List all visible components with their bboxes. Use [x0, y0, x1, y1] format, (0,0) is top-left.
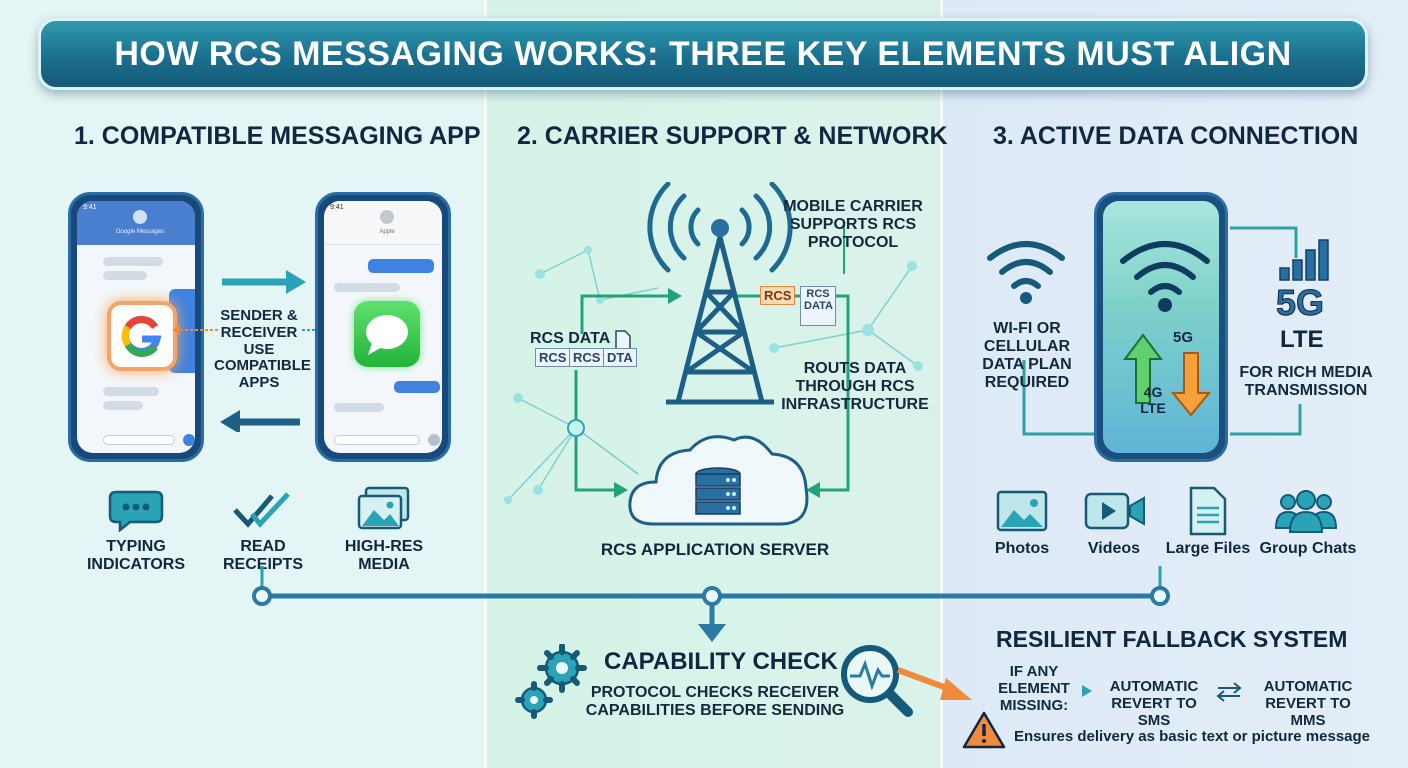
upload-arrow-icon — [1123, 333, 1163, 404]
gear-icon — [515, 644, 587, 719]
rcs-packet: RCS — [569, 348, 605, 367]
data-plan-label: WI-FI OR CELLULAR DATA PLAN REQUIRED — [982, 320, 1072, 391]
capability-title: CAPABILITY CHECK — [604, 648, 838, 675]
connected-phone: 5G 4G LTE — [1094, 192, 1228, 462]
message-bubble — [334, 283, 400, 292]
connected-phone-screen: 5G 4G LTE — [1103, 201, 1219, 453]
message-bubble — [103, 257, 163, 266]
cloud-server-icon — [628, 435, 809, 526]
rcs-data-label: RCS DATA — [530, 330, 611, 347]
double-check-icon — [232, 490, 292, 530]
send-button[interactable] — [183, 434, 195, 446]
download-arrow-icon — [1171, 352, 1211, 417]
server-label: RCS APPLICATION SERVER — [600, 540, 830, 559]
5g-label: 5G — [1275, 282, 1325, 324]
video-icon — [1084, 492, 1145, 530]
magnifier-icon — [841, 645, 913, 717]
contact-name: Apple — [379, 229, 395, 235]
page-title: HOW RCS MESSAGING WORKS: THREE KEY ELEME… — [114, 34, 1292, 73]
file-icon — [1189, 486, 1227, 536]
sent-bubble — [394, 381, 440, 393]
swap-arrows-icon — [1216, 682, 1242, 702]
title-banner: HOW RCS MESSAGING WORKS: THREE KEY ELEME… — [38, 18, 1368, 90]
network-graph — [504, 222, 923, 504]
photo-icon — [996, 490, 1048, 532]
sender-phone: 9:41 Google Messages — [68, 192, 204, 462]
section2-heading: 2. CARRIER SUPPORT & NETWORK — [517, 122, 948, 150]
google-messages-icon — [107, 301, 177, 371]
document-icon — [615, 330, 631, 352]
message-bubble — [103, 387, 159, 396]
media-label: Videos — [1087, 540, 1141, 557]
section3-heading: 3. ACTIVE DATA CONNECTION — [993, 122, 1359, 150]
compatible-apps-label: SENDER & RECEIVER USE COMPATIBLE APPS — [214, 307, 311, 392]
wifi-icon — [987, 241, 1065, 304]
group-icon — [1274, 490, 1338, 533]
sender-app-header: 9:41 Google Messages — [77, 201, 195, 245]
capability-desc: PROTOCOL CHECKS RECEIVER CAPABILITIES BE… — [585, 684, 845, 719]
carrier-label: MOBILE CARRIER SUPPORTS RCS PROTOCOL — [783, 198, 923, 251]
rcs-packet: RCS — [760, 286, 796, 305]
rich-media-label: FOR RICH MEDIA TRANSMISSION — [1239, 364, 1373, 399]
routing-label: ROUTS DATA THROUGH RCS INFRASTRUCTURE — [781, 360, 929, 413]
fallback-title: RESILIENT FALLBACK SYSTEM — [996, 626, 1348, 652]
triangle-right-icon — [1082, 685, 1092, 697]
rcs-packet: DTA — [603, 348, 637, 367]
rcs-data-packet: RCS DATA — [800, 286, 836, 326]
lte-label: LTE — [1280, 326, 1324, 353]
contact-name: Google Messages — [115, 229, 165, 235]
section-divider — [484, 0, 487, 768]
imessage-icon — [354, 301, 420, 367]
feature-label: HIGH-RES MEDIA — [344, 538, 424, 574]
media-label: Group Chats — [1259, 540, 1357, 557]
contact-avatar — [133, 210, 147, 224]
fallback-arrow — [896, 667, 972, 700]
message-bubble — [103, 271, 147, 280]
chat-bubble-icon — [108, 488, 164, 533]
fallback-note: Ensures delivery as basic text or pictur… — [1014, 728, 1371, 745]
rcs-packet: RCS — [535, 348, 571, 367]
sent-bubble — [368, 259, 434, 273]
phone-5g-label: 5G — [1173, 329, 1194, 346]
feature-label: TYPING INDICATORS — [86, 538, 186, 574]
section1-heading: 1. COMPATIBLE MESSAGING APP — [74, 122, 481, 150]
message-bubble — [103, 401, 143, 410]
media-label: Large Files — [1165, 540, 1251, 557]
compose-field[interactable] — [103, 435, 175, 445]
image-stack-icon — [356, 486, 412, 532]
sender-phone-screen: 9:41 Google Messages — [77, 201, 195, 453]
signal-bars-icon — [1279, 239, 1329, 281]
contact-avatar — [380, 210, 394, 224]
fallback-condition: IF ANY ELEMENT MISSING: — [998, 663, 1070, 714]
feature-label: READ RECEIPTS — [222, 538, 303, 574]
message-bubble — [334, 403, 384, 412]
compose-field[interactable] — [334, 435, 420, 445]
section-divider — [940, 0, 943, 768]
revert-mms-label: AUTOMATIC REVERT TO MMS — [1263, 678, 1353, 729]
send-button[interactable] — [428, 434, 440, 446]
receiver-phone-screen: 9:41 Apple — [324, 201, 442, 453]
status-time: 9:41 — [83, 204, 97, 211]
receiver-phone: 9:41 Apple — [315, 192, 451, 462]
convergence-connector — [252, 566, 1170, 642]
receiver-app-header: 9:41 Apple — [324, 201, 442, 245]
cell-tower-icon — [647, 182, 793, 405]
warning-icon — [962, 711, 1006, 749]
status-time: 9:41 — [330, 204, 344, 211]
revert-sms-label: AUTOMATIC REVERT TO SMS — [1109, 678, 1199, 729]
media-label: Photos — [994, 540, 1050, 557]
wifi-signal-icon — [1120, 241, 1210, 312]
exchange-arrows — [220, 270, 306, 432]
connection-lines — [1022, 226, 1302, 436]
phone-4g-label: 4G LTE — [1140, 384, 1166, 416]
